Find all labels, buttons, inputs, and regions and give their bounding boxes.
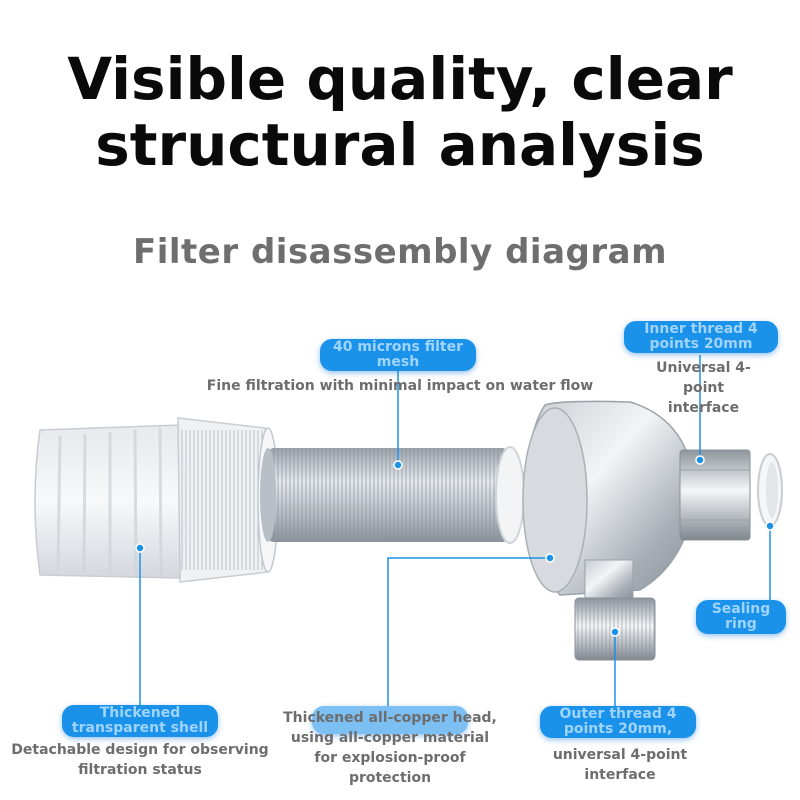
- sealing-ring-callout-label: Sealing ring: [696, 600, 786, 634]
- outer-thread-callout-label: Outer thread 4 points 20mm,: [540, 706, 696, 738]
- headline: Visible quality, clear structural analys…: [0, 46, 800, 178]
- mesh-callout-desc: Fine filtration with minimal impact on w…: [206, 378, 594, 394]
- inner-thread-callout-label: Inner thread 4 points 20mm: [624, 321, 778, 353]
- shell-callout-label: Thickened transparent shell: [62, 705, 218, 737]
- head-callout-label: Thickened all-copper head, using all-cop…: [283, 710, 497, 786]
- headline-line-2: structural analysis: [95, 111, 705, 179]
- filter-mesh: [260, 446, 525, 544]
- sealing-ring: [757, 453, 783, 527]
- mesh-callout-label: 40 microns filter mesh: [320, 339, 476, 371]
- head-callout-pill: [312, 706, 468, 734]
- outer-thread-callout-desc: universal 4-point interface: [552, 747, 688, 783]
- callout-dots: [135, 455, 775, 637]
- copper-head: [522, 400, 751, 661]
- subtitle: Filter disassembly diagram: [133, 232, 667, 272]
- callout-leader-lines: [139, 355, 771, 706]
- headline-line-1: Visible quality, clear: [67, 45, 733, 113]
- shell-callout-desc: Detachable design for observing filtrati…: [11, 742, 269, 778]
- inner-thread-callout-desc: Universal 4-point interface: [656, 360, 751, 416]
- transparent-shell: [34, 417, 279, 583]
